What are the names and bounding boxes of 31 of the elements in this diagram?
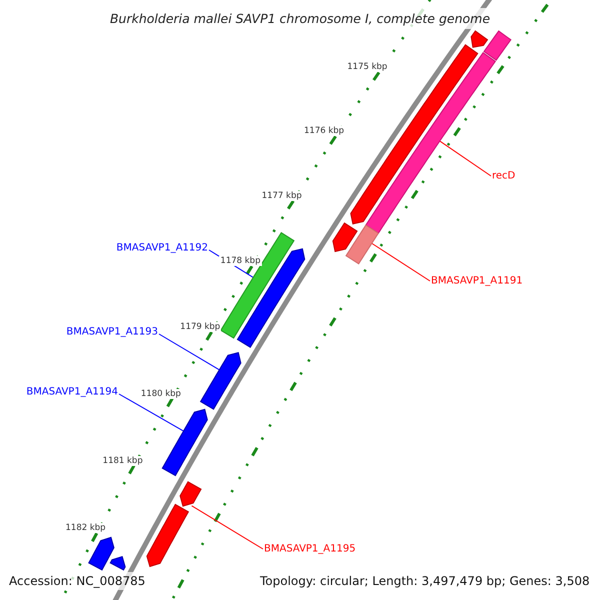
tick-label: 1182 kbp [64, 523, 107, 534]
leader-line [191, 505, 264, 550]
gene-bar [220, 232, 295, 339]
tick-label: 1180 kbp [140, 388, 182, 398]
gene-label: BMASAVP1_A1194 [26, 386, 118, 398]
leader-line [439, 140, 492, 176]
tick-label: 1179 kbp [179, 322, 222, 332]
tick-label: 1178 kbp [219, 256, 262, 266]
gene-segment [332, 222, 358, 252]
tick-label: 1181 kbp [102, 456, 144, 466]
tick-label: 1175 kbp [346, 62, 388, 72]
gene-segment [350, 44, 478, 224]
leader-line [158, 334, 220, 370]
gene-bar [483, 30, 512, 61]
gene-segment [180, 481, 202, 507]
gene-label: recD [492, 170, 516, 182]
gene-label: BMASAVP1_A1191 [431, 276, 523, 286]
gene-segment [162, 408, 208, 476]
gene-bar [345, 224, 380, 265]
gene-label: BMASAVP1_A1195 [264, 544, 356, 554]
gene-label: BMASAVP1_A1192 [116, 242, 208, 254]
leader-line [371, 242, 430, 282]
tick-label: 1176 kbp [303, 126, 346, 136]
gene-label: BMASAVP1_A1193 [66, 326, 158, 338]
gene-segment [146, 504, 190, 568]
gene-segment [110, 556, 126, 571]
gene-segment [88, 536, 114, 571]
gene-segment [200, 352, 242, 410]
gene-segment [470, 30, 488, 48]
tick-label: 1177 kbp [260, 190, 303, 201]
leader-line [118, 394, 184, 432]
